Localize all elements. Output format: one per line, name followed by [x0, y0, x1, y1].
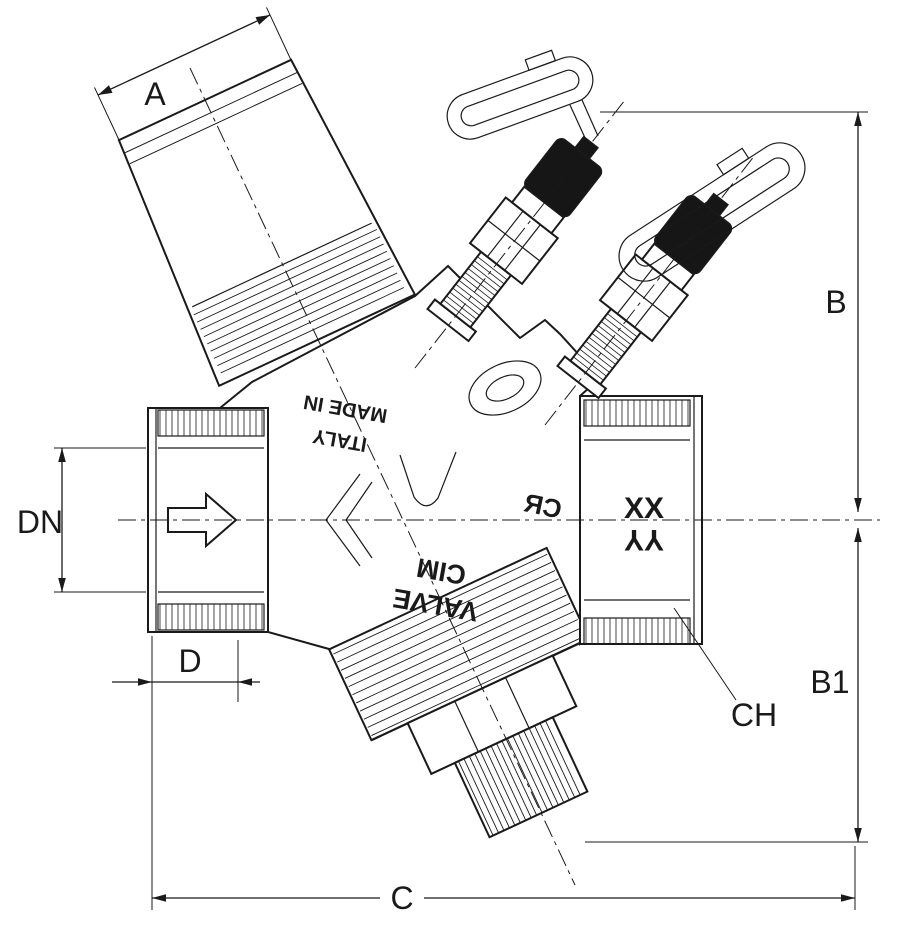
lanyard-loop-1 [446, 49, 594, 140]
lanyard-loop-2 [618, 142, 806, 282]
actuator-handle [117, 58, 417, 388]
outlet-thread-bottom [585, 618, 689, 644]
lower-assembly [327, 546, 591, 839]
actuator-knurl [193, 229, 405, 374]
body-boss [468, 360, 542, 416]
dimension-b-label: B [825, 284, 846, 320]
inlet-thread-bottom [159, 604, 263, 630]
lanyard-1-strap-2 [581, 99, 599, 137]
dimension-a: A [94, 7, 292, 141]
flow-direction-arrow [167, 491, 238, 549]
dimension-dn: DN [17, 447, 146, 593]
size-code-yy-mirrored: YY [624, 523, 664, 556]
dimension-dn-label: DN [17, 504, 63, 540]
body-u-cutout [399, 451, 457, 507]
actuator-outline [117, 58, 417, 388]
test-port-1-centerline [414, 99, 626, 369]
dimension-c-label: C [390, 880, 413, 916]
dimension-d-label: D [178, 643, 201, 679]
outlet-thread-top [585, 400, 689, 426]
dimension-a-label: A [144, 76, 166, 112]
diagonal-centerline [189, 67, 576, 886]
dimension-d: D [112, 640, 260, 702]
dimension-b1-label: B1 [810, 664, 849, 700]
lanyard-1-strap [569, 104, 587, 141]
dimension-b1: B1 [585, 528, 868, 843]
test-port-1 [426, 135, 603, 343]
test-port-1-cap-tab [574, 135, 599, 160]
size-code-yy: YY [624, 523, 664, 556]
test-port-1-threads [443, 256, 508, 324]
callout-ch: CH [673, 607, 777, 733]
dimension-b: B [600, 111, 868, 512]
inlet-thread-top [159, 410, 263, 436]
callout-ch-label: CH [731, 697, 777, 733]
test-port-2-centerline [544, 154, 756, 426]
drain-plug-knurl [458, 720, 581, 836]
knurled-band-ribs [333, 553, 586, 736]
drain-plug [453, 715, 589, 839]
